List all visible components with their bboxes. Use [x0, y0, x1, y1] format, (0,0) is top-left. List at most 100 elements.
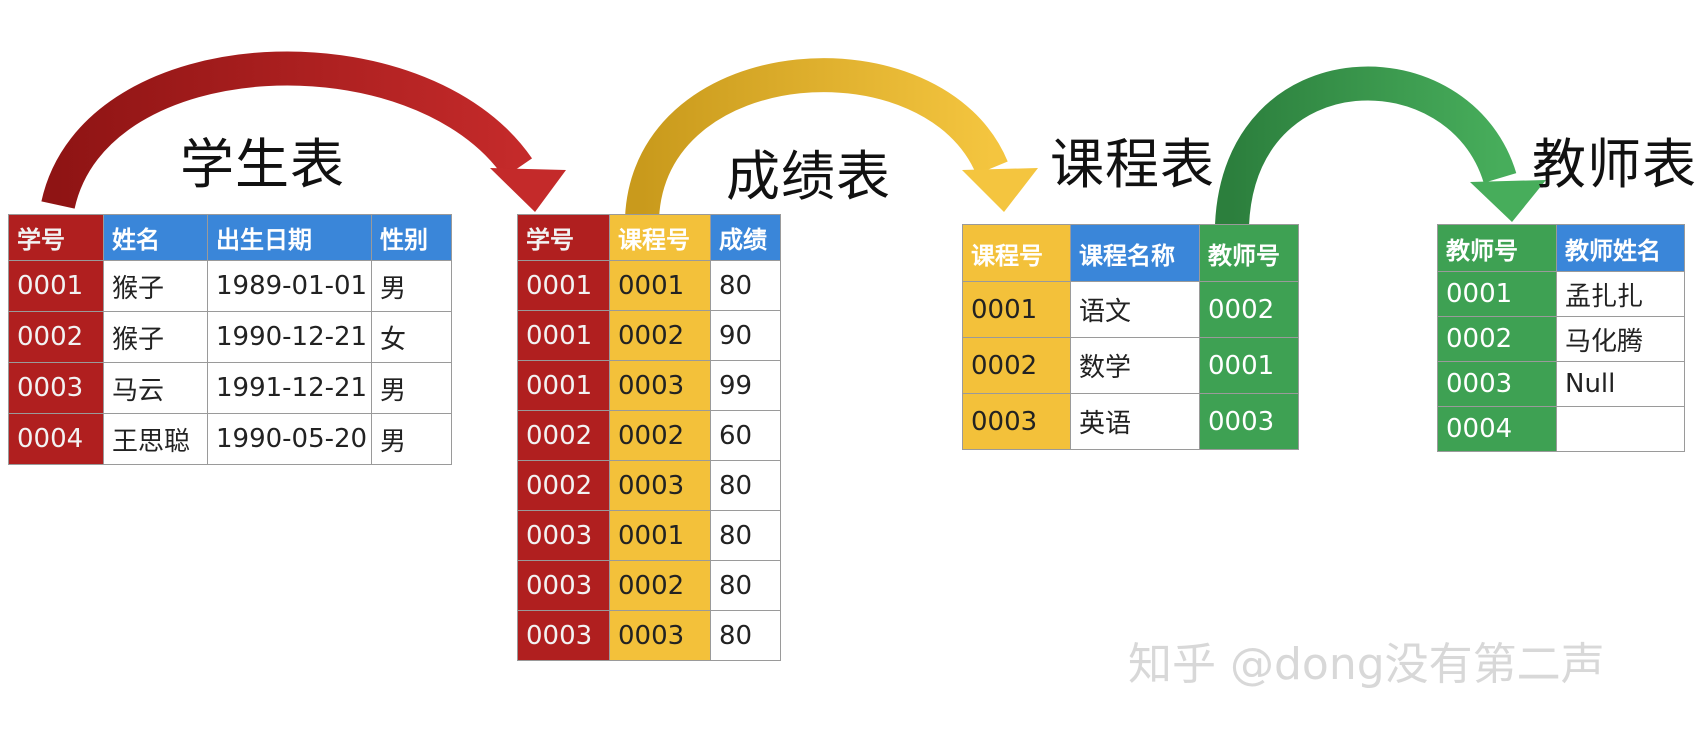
table-cell: 1990-12-21 — [207, 311, 372, 363]
table-cell: 猴子 — [103, 260, 208, 312]
table-cell: 0001 — [609, 510, 711, 561]
table-cell: 0003 — [609, 360, 711, 411]
table-cell: 0001 — [609, 260, 711, 311]
table-cell: 0003 — [8, 362, 104, 414]
table-cell: 0003 — [609, 610, 711, 661]
table-cell: 60 — [710, 410, 781, 461]
table-row: 0003 Null — [1437, 361, 1685, 407]
table-header-row: 课程号 课程名称 教师号 — [962, 224, 1299, 282]
table-cell: 孟扎扎 — [1556, 271, 1685, 317]
table-cell: 0003 — [517, 610, 610, 661]
table-row: 0002 0002 60 — [517, 410, 781, 461]
table-cell: 0004 — [1437, 406, 1557, 452]
table-row: 0003 0002 80 — [517, 560, 781, 611]
column-header: 课程名称 — [1070, 224, 1200, 282]
table-row: 0002 马化腾 — [1437, 316, 1685, 362]
column-header: 课程号 — [609, 214, 711, 261]
table-row: 0003 0001 80 — [517, 510, 781, 561]
column-header: 性别 — [371, 214, 452, 261]
table-row: 0001 0001 80 — [517, 260, 781, 311]
table-cell: 0001 — [1199, 337, 1299, 394]
table-cell: 0001 — [962, 281, 1071, 338]
teacher-table-title: 教师表 — [1532, 133, 1697, 196]
table-cell: 0002 — [609, 560, 711, 611]
arrow-course-to-teacher — [1215, 66, 1546, 227]
table-cell: 0001 — [517, 360, 610, 411]
table-cell: 女 — [371, 311, 452, 363]
table-cell: 80 — [710, 610, 781, 661]
table-cell: 1990-05-20 — [207, 413, 372, 465]
table-cell: 数学 — [1070, 337, 1200, 394]
arrow-score-to-course — [625, 58, 1038, 220]
table-cell: 99 — [710, 360, 781, 411]
table-header-row: 教师号 教师姓名 — [1437, 224, 1685, 272]
table-row: 0002 0003 80 — [517, 460, 781, 511]
table-cell: 0003 — [609, 460, 711, 511]
table-cell: 0003 — [517, 510, 610, 561]
teacher-table: 教师号 教师姓名 0001 孟扎扎 0002 马化腾 0003 Null 000… — [1437, 224, 1685, 452]
table-cell: 0004 — [8, 413, 104, 465]
table-cell: 男 — [371, 362, 452, 414]
course-table: 课程号 课程名称 教师号 0001 语文 0002 0002 数学 0001 0… — [962, 224, 1299, 450]
student-table-title: 学生表 — [180, 133, 345, 196]
table-cell: 0003 — [517, 560, 610, 611]
column-header: 姓名 — [103, 214, 208, 261]
column-header: 成绩 — [710, 214, 781, 261]
column-header: 学号 — [8, 214, 104, 261]
table-cell: 马云 — [103, 362, 208, 414]
table-cell: 0001 — [1437, 271, 1557, 317]
table-row: 0003 英语 0003 — [962, 393, 1299, 450]
table-row: 0001 0003 99 — [517, 360, 781, 411]
table-row: 0003 马云 1991-12-21 男 — [8, 362, 452, 414]
table-cell: 英语 — [1070, 393, 1200, 450]
column-header: 学号 — [517, 214, 610, 261]
table-cell: 0002 — [8, 311, 104, 363]
table-header-row: 学号 姓名 出生日期 性别 — [8, 214, 452, 261]
table-cell: 0002 — [1437, 316, 1557, 362]
table-cell: 0002 — [962, 337, 1071, 394]
table-header-row: 学号 课程号 成绩 — [517, 214, 781, 261]
arrow-student-to-score — [41, 51, 566, 212]
table-cell: 0002 — [609, 310, 711, 361]
table-row: 0004 王思聪 1990-05-20 男 — [8, 413, 452, 465]
table-cell: 男 — [371, 413, 452, 465]
table-row: 0001 猴子 1989-01-01 男 — [8, 260, 452, 312]
table-cell: 0002 — [609, 410, 711, 461]
table-cell — [1556, 406, 1685, 452]
table-row: 0001 0002 90 — [517, 310, 781, 361]
table-cell: 马化腾 — [1556, 316, 1685, 362]
table-cell: 0002 — [517, 410, 610, 461]
table-cell: 80 — [710, 510, 781, 561]
column-header: 出生日期 — [207, 214, 372, 261]
table-cell: 语文 — [1070, 281, 1200, 338]
table-cell: 1989-01-01 — [207, 260, 372, 312]
table-row: 0004 — [1437, 406, 1685, 452]
table-cell: 0003 — [1199, 393, 1299, 450]
table-cell: 0001 — [517, 310, 610, 361]
table-cell: 0002 — [1199, 281, 1299, 338]
table-cell: 王思聪 — [103, 413, 208, 465]
table-cell: 猴子 — [103, 311, 208, 363]
table-row: 0002 数学 0001 — [962, 337, 1299, 394]
table-row: 0001 语文 0002 — [962, 281, 1299, 338]
table-row: 0002 猴子 1990-12-21 女 — [8, 311, 452, 363]
table-cell: 0003 — [962, 393, 1071, 450]
table-cell: 男 — [371, 260, 452, 312]
table-cell: 80 — [710, 560, 781, 611]
table-cell: 80 — [710, 460, 781, 511]
table-cell: 80 — [710, 260, 781, 311]
student-table: 学号 姓名 出生日期 性别 0001 猴子 1989-01-01 男 0002 … — [8, 214, 452, 465]
table-row: 0001 孟扎扎 — [1437, 271, 1685, 317]
score-table: 学号 课程号 成绩 0001 0001 80 0001 0002 90 0001… — [517, 214, 781, 661]
table-cell: 0001 — [517, 260, 610, 311]
column-header: 课程号 — [962, 224, 1071, 282]
watermark: 知乎 @dong没有第二声 — [1128, 639, 1605, 690]
table-cell: 90 — [710, 310, 781, 361]
table-cell: 0002 — [517, 460, 610, 511]
table-cell: 0003 — [1437, 361, 1557, 407]
column-header: 教师号 — [1437, 224, 1557, 272]
column-header: 教师号 — [1199, 224, 1299, 282]
table-cell: 0001 — [8, 260, 104, 312]
table-cell: 1991-12-21 — [207, 362, 372, 414]
